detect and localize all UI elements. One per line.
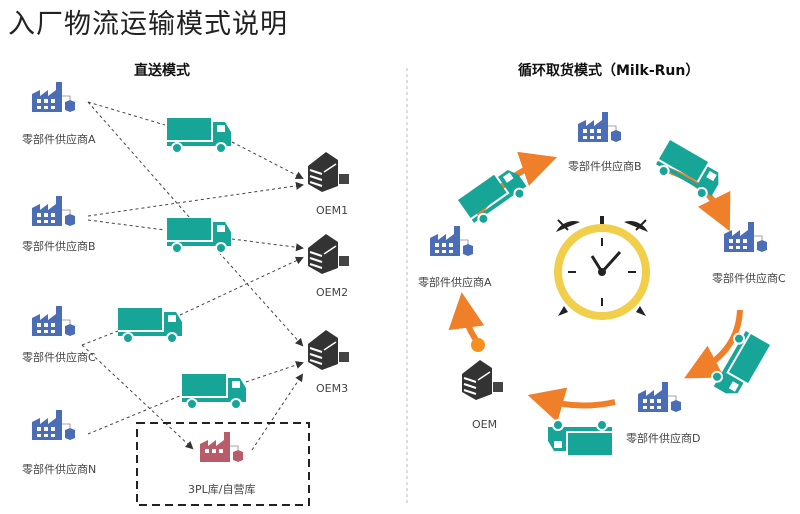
truck-icon [166, 217, 232, 254]
flow-line [81, 344, 194, 450]
warehouse-building-icon [307, 329, 350, 371]
supplier-label: 零部件供应商N [22, 463, 97, 476]
alarm-clock-icon [554, 216, 650, 320]
oem-label: OEM [472, 418, 498, 431]
factory-icon [637, 381, 682, 413]
supplier-label: 零部件供应商B [568, 160, 642, 173]
flow-line [214, 247, 304, 347]
truck-icon [181, 373, 247, 410]
flow-line [179, 256, 304, 316]
orange-arrow [448, 292, 485, 342]
factory-icon [429, 225, 474, 257]
factory-icon [577, 111, 622, 143]
flow-line [81, 330, 119, 346]
oem-label: OEM3 [316, 382, 349, 395]
supplier-label: 零部件供应商C [712, 272, 786, 285]
factory-icon [31, 81, 76, 113]
start-dot [471, 338, 485, 352]
truck-icon [547, 419, 613, 456]
supplier-label: 零部件供应商D [626, 432, 701, 445]
flow-line [87, 394, 183, 435]
flow-line [87, 101, 191, 219]
flow-line [245, 361, 304, 383]
orange-arrow [684, 309, 743, 379]
oem-label: OEM1 [316, 204, 349, 217]
supplier-label: 零部件供应商A [22, 133, 96, 146]
milkrun-mode-heading: 循环取货模式（Milk-Run） [518, 63, 700, 79]
warehouse-factory-icon [200, 432, 243, 462]
truck-icon [117, 307, 183, 344]
direct-mode-heading: 直送模式 [134, 63, 190, 79]
warehouse-building-icon [461, 359, 504, 401]
truck-icon [651, 139, 727, 204]
truck-icon [166, 117, 232, 154]
factory-icon [31, 409, 76, 441]
warehouse-building-icon [307, 151, 350, 193]
supplier-label: 零部件供应商B [22, 240, 96, 253]
supplier-label: 零部件供应商A [418, 276, 492, 289]
page-title: 入厂物流运输模式说明 [8, 9, 288, 40]
flow-line [87, 181, 304, 217]
factory-icon [31, 305, 76, 337]
supplier-label: 零部件供应商C [22, 351, 96, 364]
flow-line [87, 101, 166, 126]
truck-icon [706, 326, 771, 402]
factory-icon [723, 221, 768, 253]
factory-icon [31, 195, 76, 227]
flow-line [231, 141, 304, 179]
warehouse-label: 3PL库/自营库 [188, 483, 256, 496]
warehouse-building-icon [307, 233, 350, 275]
flow-line [87, 219, 166, 231]
flow-line [251, 373, 304, 451]
oem-label: OEM2 [316, 286, 349, 299]
orange-arrow [527, 387, 616, 423]
warehouse-dashed-box [136, 422, 310, 506]
flow-line [231, 238, 304, 252]
direct-flow-lines [81, 101, 304, 451]
